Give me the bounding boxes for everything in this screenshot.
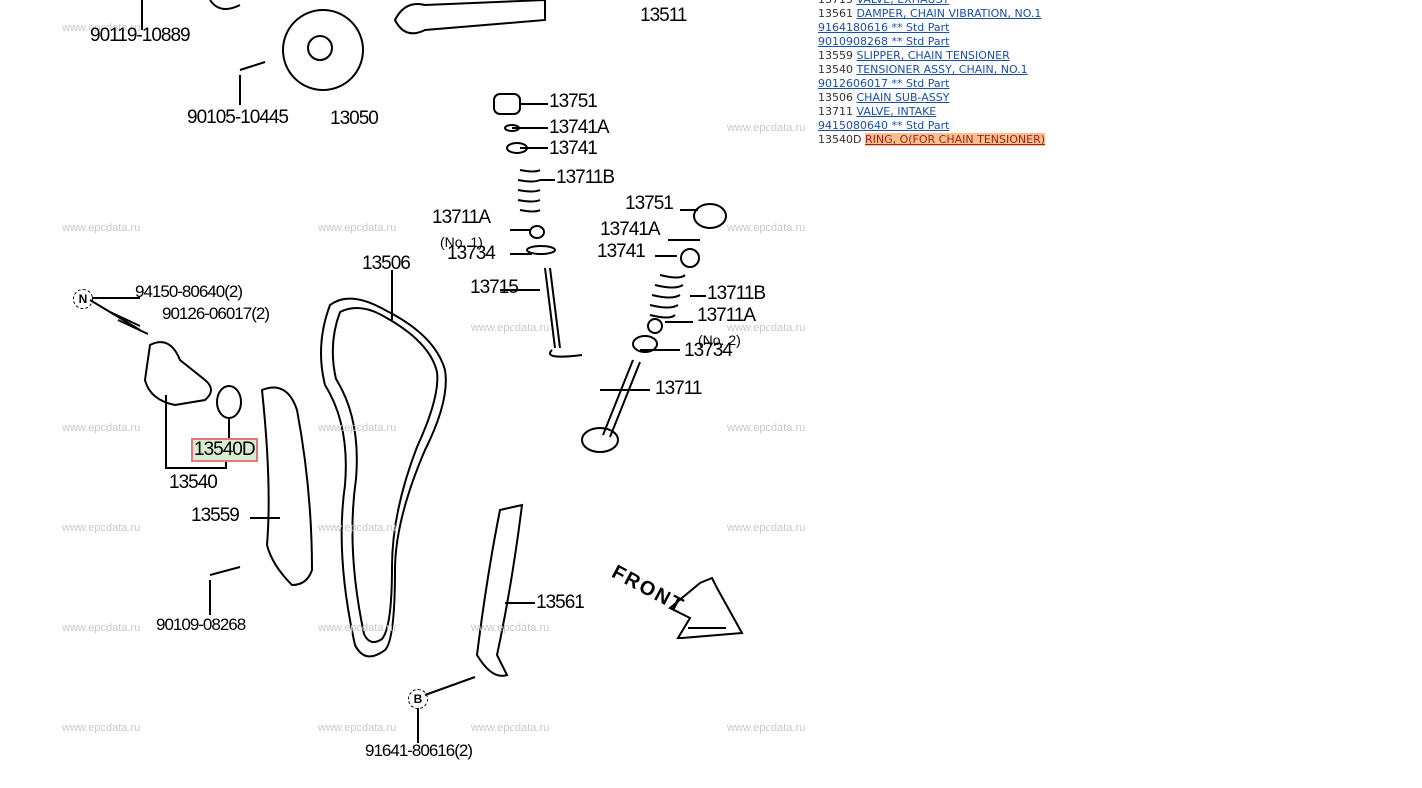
callout-label[interactable]: 13734 [684,340,733,361]
watermark: www.epcdata.ru [727,522,806,534]
part-link[interactable]: TENSIONER ASSY, CHAIN, NO.1 [856,63,1028,76]
watermark: www.epcdata.ru [318,622,397,634]
part-link[interactable]: 9010908268 ** Std Part [818,35,950,48]
watermark: www.epcdata.ru [727,422,806,434]
callout-label[interactable]: 90109-08268 [156,615,246,634]
callout-label[interactable]: 90119-10889 [90,25,191,46]
chain-slipper-shape [260,386,314,587]
watermark: www.epcdata.ru [727,722,806,734]
watermark: www.epcdata.ru [318,222,397,234]
part-code: 13506 [818,91,853,104]
watermark: www.epcdata.ru [318,522,397,534]
parts-list-item: 9012606017 ** Std Part [818,77,1045,91]
callout-label[interactable]: 13711B [707,283,766,304]
part-code: 13715 [818,0,853,6]
callout-label[interactable]: 13711B [556,167,615,188]
spring-shape [517,169,541,213]
callout-label[interactable]: 13741 [597,241,646,262]
callout-label[interactable]: 13711A [432,207,491,228]
circle-b-symbol: B [408,689,428,709]
callout-label[interactable]: 13506 [362,253,411,274]
chain-damper-shape [475,503,524,677]
circle-n-symbol: N [73,289,93,309]
watermark: www.epcdata.ru [62,622,141,634]
part-code: 13540 [818,63,853,76]
callout-label[interactable]: 13711 [655,378,702,399]
callout-label[interactable]: 13751 [625,193,674,214]
callout-label-selected[interactable]: 13540D [191,438,258,462]
parts-list-item: 13559 SLIPPER, CHAIN TENSIONER [818,49,1045,63]
chain-tensioner-shape [143,341,212,407]
lifter-shape [493,93,521,115]
camshaft-shape [393,0,546,35]
parts-list: 13715 VALVE, EXHAUST13561 DAMPER, CHAIN … [818,0,1046,147]
part-link[interactable]: 9415080640 ** Std Part [818,119,950,132]
parts-list-item: 13540D RING, O(FOR CHAIN TENSIONER) [818,133,1046,147]
watermark: www.epcdata.ru [62,222,141,234]
part-link[interactable]: VALVE, EXHAUST [857,0,950,6]
callout-label[interactable]: 13751 [549,91,598,112]
callout-label[interactable]: 13741 [549,138,598,159]
valve-shape [500,267,583,358]
part-code: 13561 [818,7,853,20]
part-link[interactable]: SLIPPER, CHAIN TENSIONER [856,49,1010,62]
callout-label[interactable]: 13741A [600,219,661,240]
parts-list-item: 9164180616 ** Std Part [818,21,1045,35]
callout-note: (No. 1) [440,234,483,250]
watermark: www.epcdata.ru [471,322,550,334]
cam-sprocket-shape [282,9,364,91]
parts-list-item: 13561 DAMPER, CHAIN VIBRATION, NO.1 [818,7,1045,21]
callout-label[interactable]: 13734 [447,243,496,264]
watermark: www.epcdata.ru [727,322,806,334]
part-code: 13711 [818,105,853,118]
parts-list-item: 13711 VALVE, INTAKE [818,105,1045,119]
part-link[interactable]: RING, O(FOR CHAIN TENSIONER) [864,133,1046,146]
o-ring-shape [216,385,242,419]
watermark: www.epcdata.ru [727,122,806,134]
watermark: www.epcdata.ru [62,422,141,434]
part-link[interactable]: VALVE, INTAKE [856,105,937,118]
part-link[interactable]: 9164180616 ** Std Part [818,21,950,34]
callout-label[interactable]: 13711A [697,305,756,326]
part-link[interactable]: CHAIN SUB-ASSY [856,91,950,104]
callout-label[interactable]: 13715 [470,277,519,298]
parts-list-item: 9415080640 ** Std Part [818,119,1045,133]
front-arrow-shape [668,576,744,639]
callout-note: (No. 2) [698,332,741,348]
parts-list-item: 9010908268 ** Std Part [818,35,1045,49]
watermark: www.epcdata.ru [62,722,141,734]
callout-label[interactable]: 13050 [330,108,379,129]
callout-label[interactable]: 90105-10445 [187,107,289,128]
watermark: www.epcdata.ru [318,722,397,734]
part-link[interactable]: DAMPER, CHAIN VIBRATION, NO.1 [856,7,1042,20]
parts-diagram: www.epcdata.ru www.epcdata.ru www.epcdat… [62,0,806,760]
part-code: 13540D [818,133,862,146]
watermark: www.epcdata.ru [471,722,550,734]
part-code: 13559 [818,49,853,62]
timing-chain-shape [320,297,447,658]
watermark: www.epcdata.ru [471,622,550,634]
callout-label[interactable]: 13559 [191,505,240,526]
diagram-drawing [89,0,744,743]
parts-list-item: 13506 CHAIN SUB-ASSY [818,91,1045,105]
watermark: www.epcdata.ru [727,222,806,234]
callout-label[interactable]: 13741A [549,117,610,138]
watermark: www.epcdata.ru [62,522,141,534]
callout-label[interactable]: 13561 [536,592,585,613]
parts-list-item: 13540 TENSIONER ASSY, CHAIN, NO.1 [818,63,1045,77]
callout-label[interactable]: 94150-80640(2) [135,282,243,301]
callout-label[interactable]: 13511 [640,5,687,26]
callout-label[interactable]: 90126-06017(2) [162,304,270,323]
callout-label[interactable]: 13540 [169,472,218,493]
watermark: www.epcdata.ru [62,22,141,34]
part-link[interactable]: 9012606017 ** Std Part [818,77,950,90]
parts-list-item: 13715 VALVE, EXHAUST [818,0,1045,7]
callout-label[interactable]: 91641-80616(2) [365,741,473,760]
watermark: www.epcdata.ru [318,422,397,434]
